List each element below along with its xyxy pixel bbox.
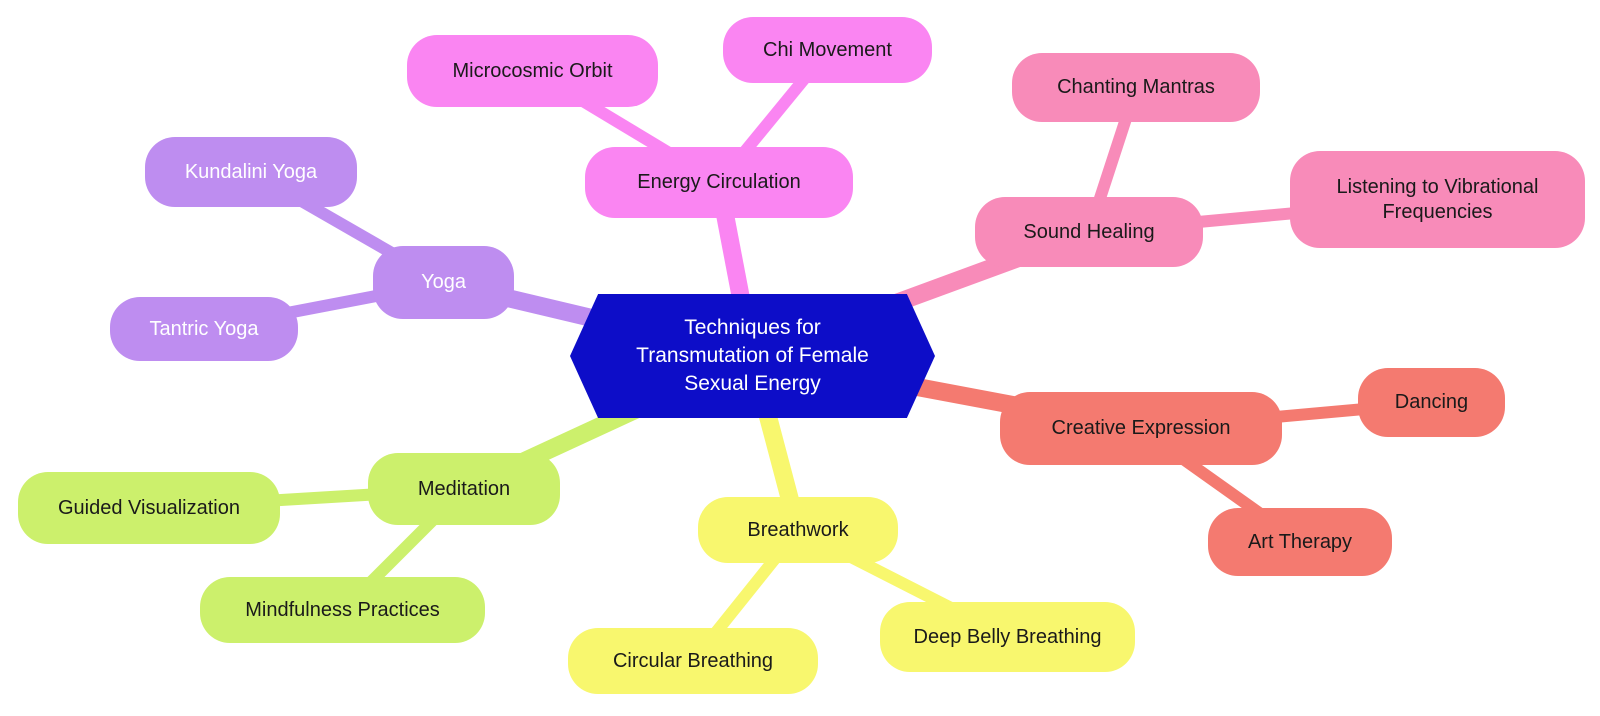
node-chanting-mantras-label: Chanting Mantras [1057, 76, 1215, 98]
node-kundalini-yoga-label: Kundalini Yoga [184, 160, 318, 183]
node-yoga-label: Yoga [421, 271, 466, 293]
node-dancing: Dancing [1358, 368, 1505, 437]
node-art-therapy: Art Therapy [1208, 508, 1392, 576]
node-deep-belly-breathing-label: Deep Belly Breathing [913, 625, 1102, 648]
node-guided-visualization: Guided Visualization [18, 472, 280, 544]
node-tantric-yoga: Tantric Yoga [110, 297, 298, 361]
node-microcosmic-orbit-label: Microcosmic Orbit [452, 59, 613, 82]
node-sound-healing: Sound Healing [975, 197, 1203, 267]
node-energy-circulation: Energy Circulation [585, 147, 853, 218]
node-sound-healing-label: Sound Healing [1023, 220, 1155, 243]
center-label-line-2: Transmutation of Female [636, 344, 869, 368]
node-mindfulness-practices: Mindfulness Practices [200, 577, 485, 643]
node-breathwork: Breathwork [698, 497, 898, 563]
node-creative-expression: Creative Expression [1000, 392, 1282, 465]
node-listening-frequencies: Listening to Vibrational Frequencies [1290, 151, 1585, 248]
node-dancing-label: Dancing [1394, 391, 1469, 413]
node-chanting-mantras: Chanting Mantras [1012, 53, 1260, 122]
node-chi-movement: Chi Movement [723, 17, 932, 83]
node-creative-expression-label: Creative Expression [1051, 417, 1231, 439]
center-label-line-3: Sexual Energy [684, 371, 821, 395]
node-guided-visualization-label: Guided Visualization [58, 496, 240, 519]
node-chi-movement-label: Chi Movement [763, 38, 892, 61]
node-breathwork-label: Breathwork [747, 518, 849, 541]
node-tantric-yoga-label: Tantric Yoga [149, 317, 259, 340]
node-kundalini-yoga: Kundalini Yoga [145, 137, 357, 207]
node-energy-circulation-label: Energy Circulation [637, 171, 801, 193]
node-microcosmic-orbit: Microcosmic Orbit [407, 35, 658, 107]
center-label: Techniques for Transmutation of Female S… [636, 314, 869, 397]
node-art-therapy-label: Art Therapy [1247, 530, 1353, 553]
node-listening-frequencies-label: Listening to Vibrational Frequencies [1336, 175, 1539, 223]
node-deep-belly-breathing: Deep Belly Breathing [880, 602, 1135, 672]
node-center: Techniques for Transmutation of Female S… [570, 294, 935, 418]
node-yoga: Yoga [373, 246, 514, 319]
node-circular-breathing-label: Circular Breathing [612, 649, 774, 672]
center-label-line-1: Techniques for [684, 316, 821, 340]
node-circular-breathing: Circular Breathing [568, 628, 818, 694]
node-meditation-label: Meditation [417, 477, 511, 500]
node-meditation: Meditation [368, 453, 560, 525]
node-mindfulness-practices-label: Mindfulness Practices [245, 598, 440, 621]
